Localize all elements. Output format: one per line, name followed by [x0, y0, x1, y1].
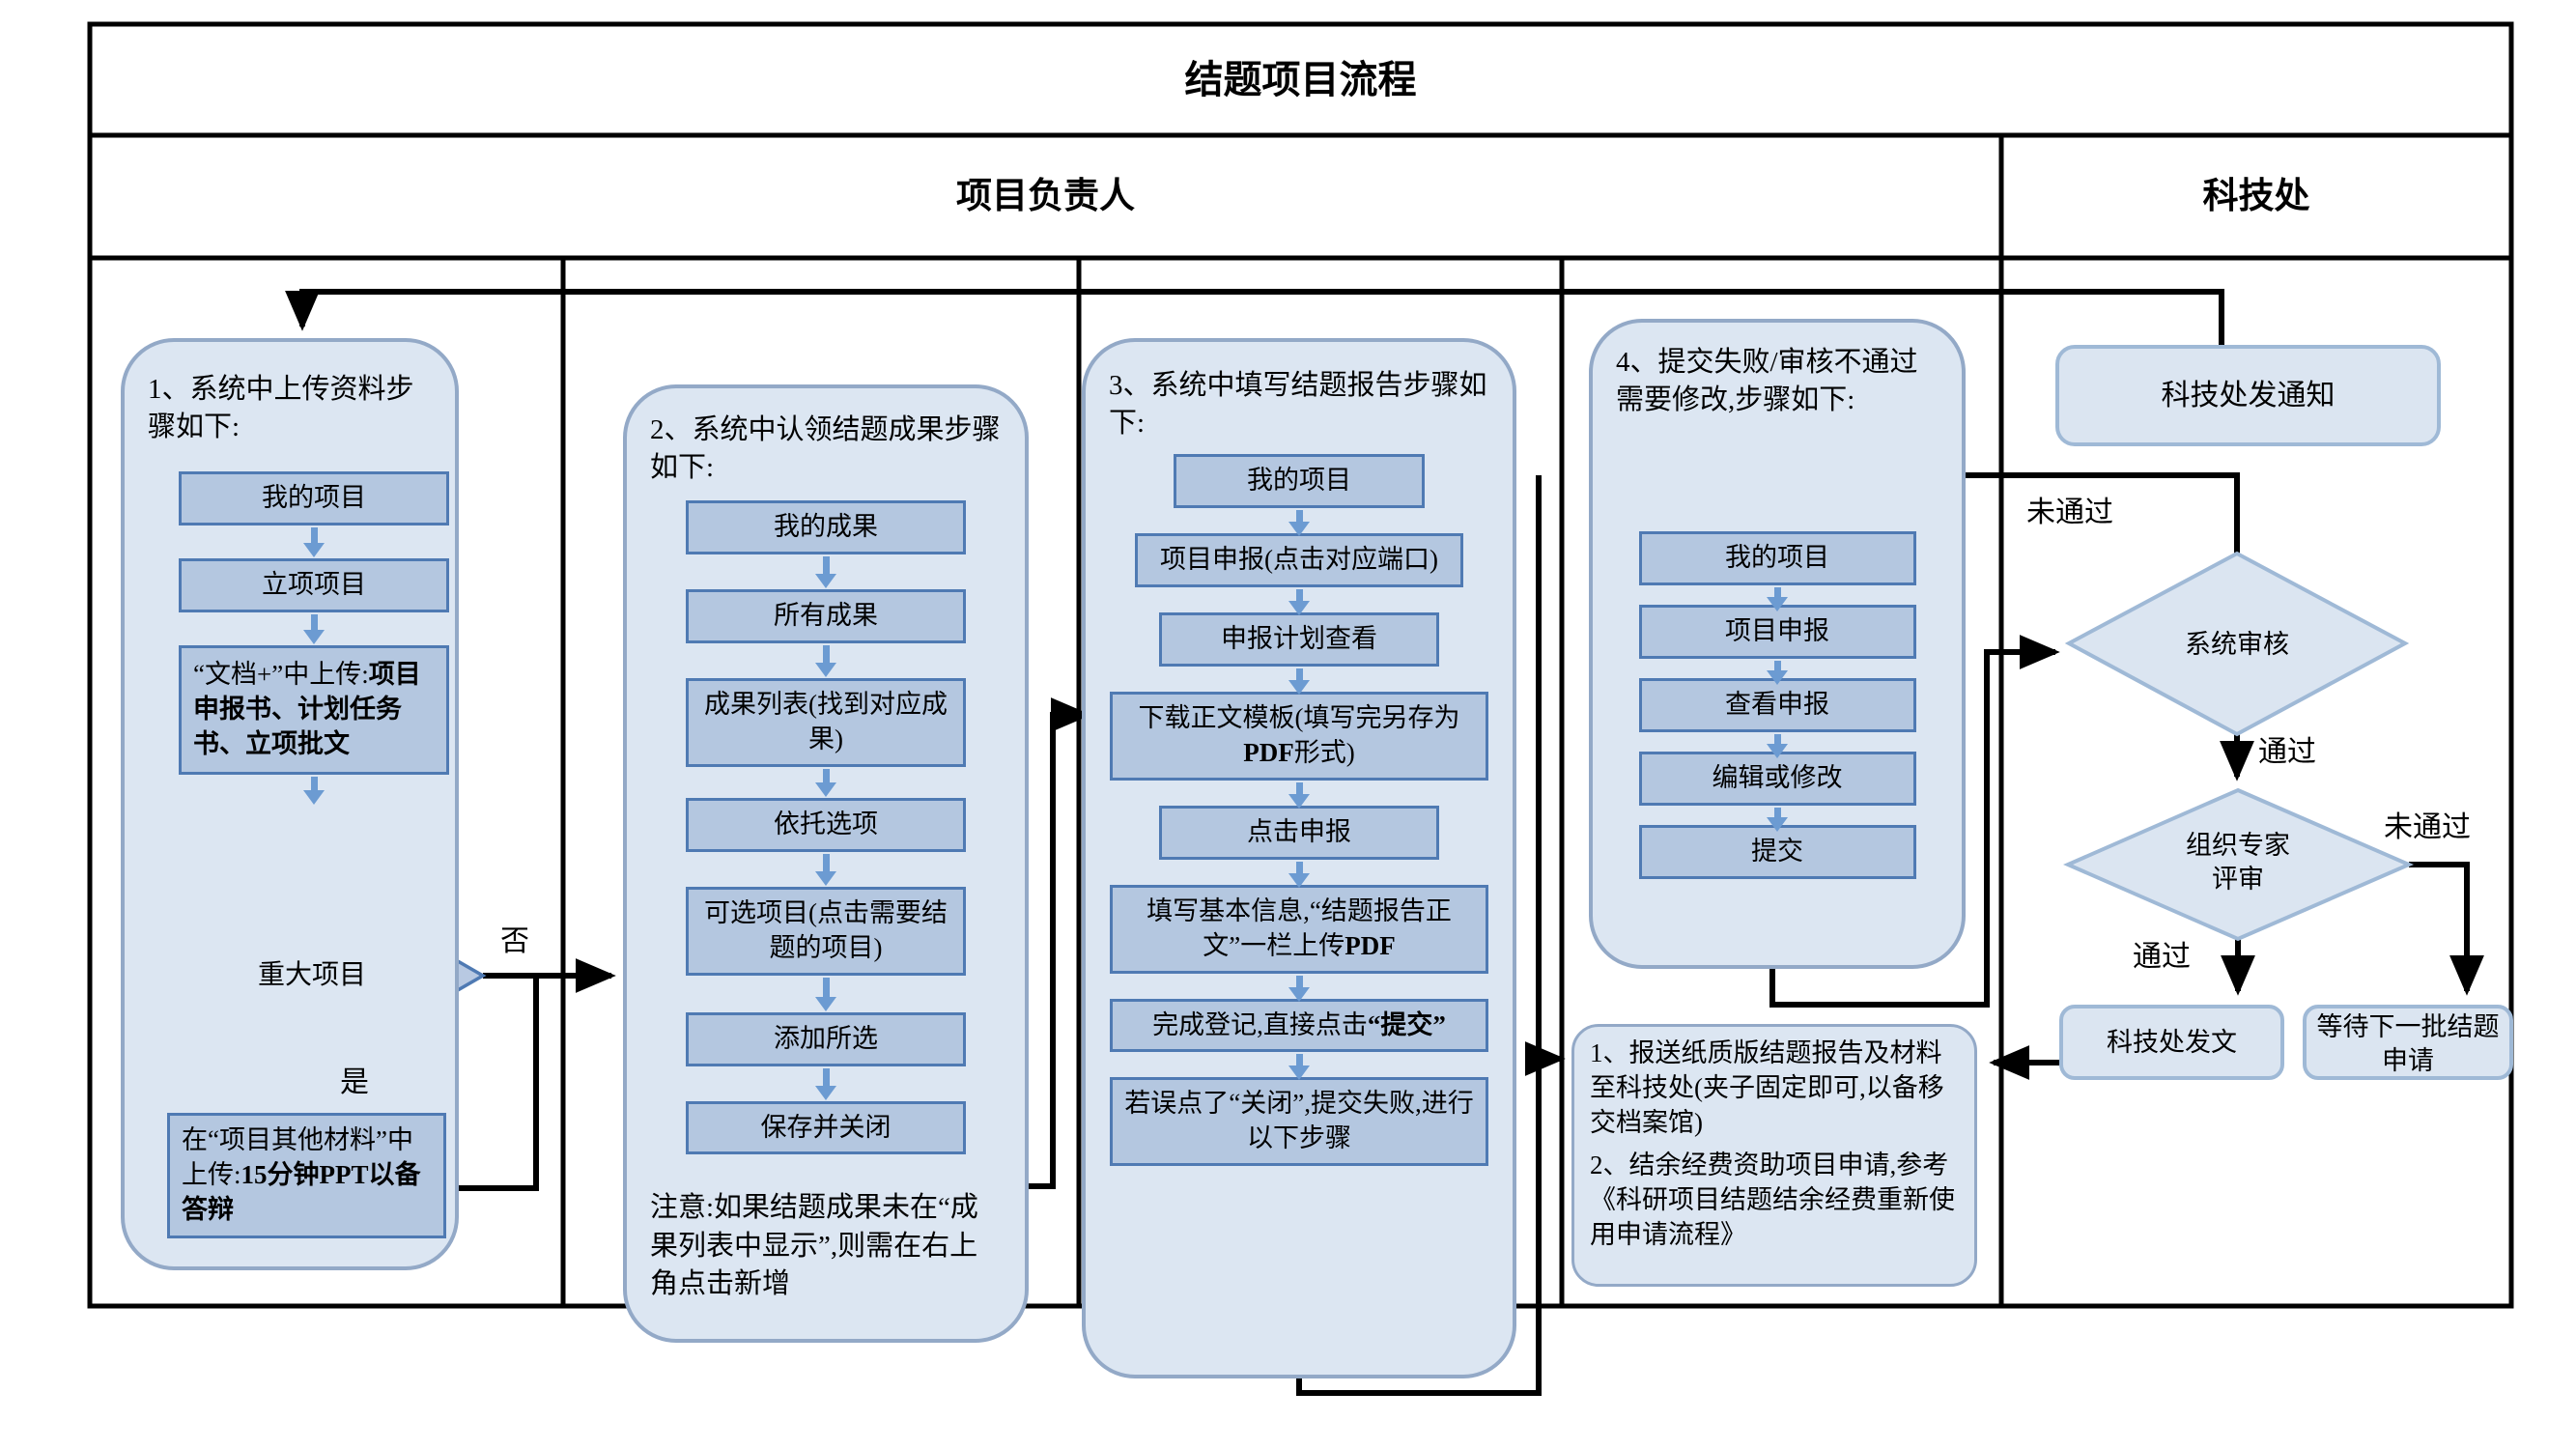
branch-label-no: 否 [500, 925, 529, 957]
step2-title: 2、系统中认领结题成果步骤如下: [650, 414, 1001, 484]
branch-label-fail2: 未通过 [2384, 811, 2471, 843]
down-arrow-icon [822, 768, 830, 782]
flow-node: 项目申报(点击对应端口) [1135, 533, 1463, 588]
flow-node: 立项项目 [179, 558, 449, 613]
down-arrow-icon [1295, 975, 1303, 987]
flow-node: 可选项目(点击需要结题的项目) [686, 886, 966, 976]
step1-title: 1、系统中上传资料步骤如下: [148, 374, 414, 443]
down-arrow-icon [310, 614, 318, 631]
step4-title: 4、提交失败/审核不通过需要修改,步骤如下: [1616, 347, 1918, 416]
flow-node: 完成登记,直接点击“提交” [1110, 998, 1488, 1053]
flow-node: 成果列表(找到对应成果) [686, 678, 966, 767]
major-project-label: 重大项目 [257, 960, 366, 990]
step2-note: 注意:如果结题成果未在“成果列表中显示”,则需在右上角点击新增 [650, 1192, 978, 1299]
down-arrow-icon [822, 977, 830, 997]
step4-container: 4、提交失败/审核不通过需要修改,步骤如下: 我的项目 项目申报 查看申报 编辑… [1589, 319, 1966, 969]
branch-label-yes: 是 [340, 1066, 369, 1098]
down-arrow-icon [822, 853, 830, 871]
flow-node: 保存并关闭 [686, 1100, 966, 1155]
flow-node: 申报计划查看 [1159, 612, 1439, 667]
office-notice-node: 科技处发通知 [2055, 345, 2441, 446]
down-arrow-icon [1773, 661, 1781, 671]
flow-node: 编辑或修改 [1638, 752, 1916, 806]
expert-review-diamond [2063, 787, 2415, 942]
note-paragraph: 1、报送纸质版结题报告及材料至科技处(夹子固定即可,以备移交档案馆) [1590, 1038, 1944, 1137]
flow-node: 依托选项 [686, 797, 966, 852]
flow-node: 所有成果 [686, 589, 966, 644]
step3-container: 3、系统中填写结题报告步骤如下: 我的项目 项目申报(点击对应端口) 申报计划查… [1082, 338, 1516, 1378]
flow-node: 点击申报 [1159, 805, 1439, 860]
down-arrow-icon [822, 645, 830, 664]
paper-materials-note: 1、报送纸质版结题报告及材料至科技处(夹子固定即可,以备移交档案馆) 2、结余经… [1571, 1024, 1977, 1287]
down-arrow-icon [1295, 589, 1303, 602]
note-paragraph: 2、结余经费资助项目申请,参考《科研项目结题结余经费重新使用申请流程》 [1590, 1150, 1955, 1249]
office-issue-doc-node: 科技处发文 [2059, 1005, 2284, 1080]
down-arrow-icon [822, 1067, 830, 1086]
step2-container: 2、系统中认领结题成果步骤如下: 我的成果 所有成果 成果列表(找到对应成果) … [623, 384, 1029, 1343]
branch-label-pass1: 通过 [2258, 736, 2316, 768]
down-arrow-icon [310, 776, 318, 790]
flow-node: 在“项目其他材料”中上传:15分钟PPT以备答辩 [167, 1113, 446, 1238]
step3-title: 3、系统中填写结题报告步骤如下: [1109, 370, 1487, 440]
down-arrow-icon [1773, 807, 1781, 817]
down-arrow-icon [1295, 781, 1303, 794]
flow-node: 项目申报 [1638, 605, 1916, 660]
flow-node: “文档+”中上传:项目申报书、计划任务书、立项批文 [179, 645, 449, 775]
lane-header-project-owner: 项目负责人 [956, 177, 1135, 216]
system-review-label: 系统审核 [2185, 630, 2289, 659]
flow-node: 我的项目 [1638, 531, 1916, 586]
expert-review-label: 组织专家评审 [2186, 831, 2290, 895]
flow-node: 查看申报 [1638, 678, 1916, 732]
flow-node: 下载正文模板(填写完另存为PDF形式) [1110, 692, 1488, 781]
down-arrow-icon [1773, 587, 1781, 598]
down-arrow-icon [1295, 668, 1303, 680]
branch-label-pass2: 通过 [2133, 941, 2191, 973]
flow-node: 若误点了“关闭”,提交失败,进行以下步骤 [1110, 1077, 1488, 1167]
flow-node: 我的项目 [1174, 454, 1425, 509]
flow-node: 我的成果 [686, 500, 966, 555]
branch-label-fail1: 未通过 [2026, 497, 2113, 528]
page-title: 结题项目流程 [1184, 58, 1417, 101]
down-arrow-icon [822, 556, 830, 575]
lane-header-tech-office: 科技处 [2202, 177, 2310, 216]
down-arrow-icon [1295, 861, 1303, 873]
down-arrow-icon [1773, 734, 1781, 744]
system-review-diamond [2064, 551, 2410, 737]
flow-node: 我的项目 [179, 471, 449, 526]
flow-node: 添加所选 [686, 1011, 966, 1066]
down-arrow-icon [310, 527, 318, 544]
flow-node: 提交 [1638, 824, 1916, 879]
flow-node: 填写基本信息,“结题报告正文”一栏上传PDF [1110, 884, 1488, 974]
down-arrow-icon [1295, 510, 1303, 523]
wait-next-batch-node: 等待下一批结题申请 [2303, 1005, 2513, 1080]
down-arrow-icon [1295, 1054, 1303, 1066]
